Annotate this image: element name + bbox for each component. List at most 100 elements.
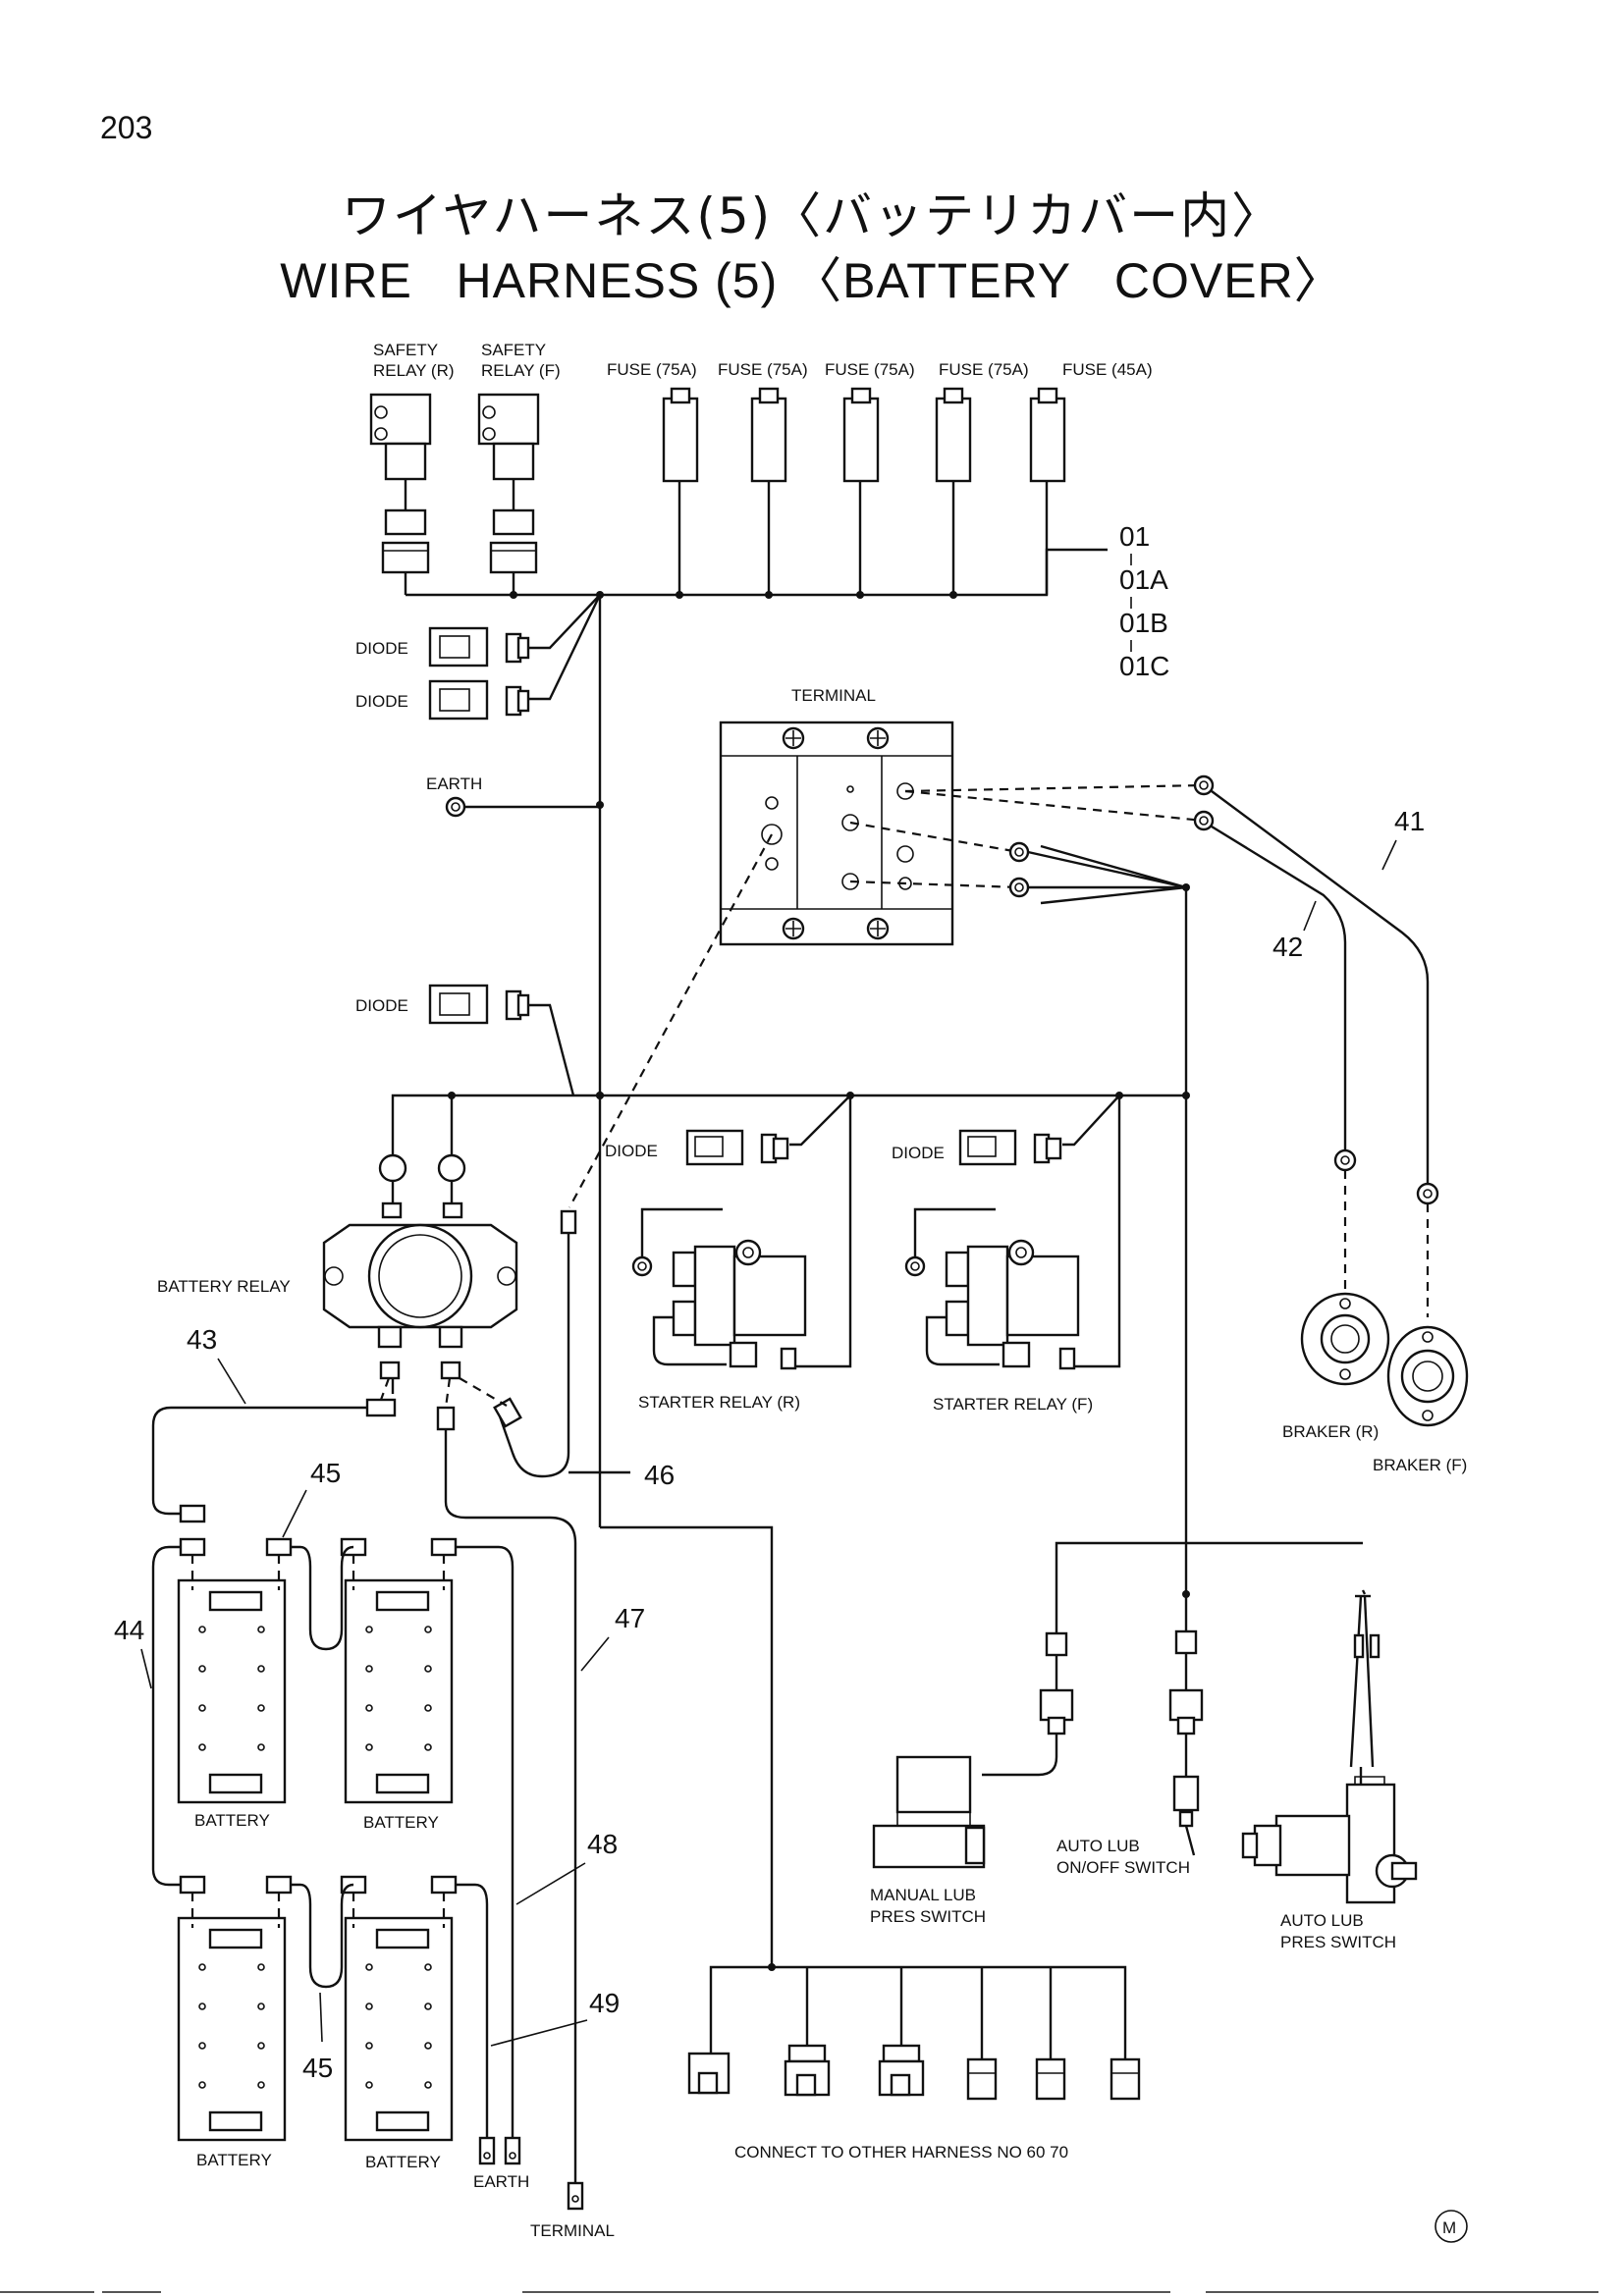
earth-terminal-2 [504, 2136, 521, 2165]
safety-relay-r-label-2: RELAY (R) [373, 361, 455, 380]
fuse-1 [662, 387, 699, 595]
manual-lub-switch-connector [982, 1631, 1074, 1777]
fuse-4 [935, 387, 972, 595]
part-44: 44 [114, 1615, 144, 1645]
diode-2-label: DIODE [355, 692, 408, 711]
braker-r-label: BRAKER (R) [1282, 1422, 1379, 1441]
ring-42 [1193, 810, 1215, 831]
earth-terminal-1 [478, 2136, 496, 2165]
terminal-ring-1 [1008, 841, 1030, 863]
safety-relay-r [369, 393, 432, 595]
manual-lub-label-2: PRES SWITCH [870, 1907, 986, 1926]
braker-r [1300, 1292, 1390, 1386]
bottom-rule-2 [102, 2291, 161, 2293]
starter-relay-f-label: STARTER RELAY (F) [933, 1395, 1093, 1414]
battery-terminals-bottom [179, 1875, 458, 1895]
auto-lub-connectors [1353, 1633, 1380, 1659]
safety-relay-f-label-2: RELAY (F) [481, 361, 561, 380]
fuse-5 [1029, 387, 1066, 595]
part-47: 47 [615, 1603, 645, 1633]
ring-41 [1193, 774, 1215, 796]
battery-1 [177, 1555, 287, 1804]
terminal-bottom-label: TERMINAL [530, 2221, 615, 2240]
title-japanese: ワイヤハーネス(5)〈バッテリカバー内〉 [341, 187, 1283, 244]
part-45-bottom: 45 [302, 2053, 333, 2083]
terminal-ring-2 [1008, 877, 1030, 898]
part-45-top: 45 [310, 1458, 341, 1488]
earth-upper-label: EARTH [426, 774, 482, 793]
braker-f [1386, 1325, 1469, 1427]
battery-4-label: BATTERY [365, 2153, 441, 2171]
fuse-5-label: FUSE (45A) [1062, 360, 1153, 379]
diode-3 [428, 984, 575, 1096]
part-46: 46 [644, 1460, 675, 1490]
harness-connectors [687, 2044, 1141, 2101]
battery-terminals-top [179, 1504, 458, 1557]
fuse-1-label: FUSE (75A) [607, 360, 697, 379]
diode-starter-f [958, 1129, 1062, 1166]
bottom-rule-3 [522, 2291, 1170, 2293]
fuse-3-label: FUSE (75A) [825, 360, 915, 379]
diode-3-label: DIODE [355, 996, 408, 1015]
diode-starter-r-label: DIODE [605, 1142, 658, 1160]
safety-relay-f-label-1: SAFETY [481, 341, 546, 359]
page-number: 203 [100, 110, 153, 145]
m-mark-label: M [1442, 2218, 1456, 2237]
diode-2 [428, 594, 602, 721]
auto-lub-onoff-switch [1168, 1629, 1204, 1856]
fuse-3 [842, 387, 880, 595]
auto-lub-onoff-label-2: ON/OFF SWITCH [1056, 1858, 1190, 1877]
braker-ring-f [1416, 1182, 1439, 1205]
part-49: 49 [589, 1988, 620, 2018]
fuse-2 [750, 387, 787, 595]
earth-upper [445, 796, 600, 818]
safety-relay-f [477, 393, 540, 595]
diode-starter-f-label: DIODE [892, 1144, 945, 1162]
diode-starter-r [685, 1129, 789, 1166]
title-english: WIRE HARNESS (5) 〈BATTERY COVER〉 [280, 253, 1344, 308]
top-bus [406, 548, 1108, 597]
diode-1 [428, 594, 601, 667]
part-01: 01 [1119, 521, 1150, 552]
auto-lub-onoff-label-1: AUTO LUB [1056, 1837, 1140, 1855]
connect-other-harness-label: CONNECT TO OTHER HARNESS NO 60 70 [734, 2143, 1068, 2162]
safety-relay-r-label-1: SAFETY [373, 341, 438, 359]
battery-1-label: BATTERY [194, 1811, 270, 1830]
battery-3-label: BATTERY [196, 2151, 272, 2169]
middle-bus [391, 1094, 1186, 1154]
diode-1-label: DIODE [355, 639, 408, 658]
auto-lub-pres-switch [1241, 1776, 1418, 1904]
wire-46-terminal [560, 1209, 577, 1235]
fuse-4-label: FUSE (75A) [939, 360, 1029, 379]
part-42: 42 [1272, 932, 1303, 962]
battery-3 [177, 1893, 287, 2142]
battery-relay-label: BATTERY RELAY [157, 1277, 291, 1296]
battery-2-label: BATTERY [363, 1813, 439, 1832]
braker-f-label: BRAKER (F) [1373, 1456, 1467, 1474]
relay-terminal-43 [365, 1398, 397, 1417]
battery-4 [344, 1893, 454, 2142]
terminal-block-label: TERMINAL [791, 686, 876, 705]
earth-bottom-label: EARTH [473, 2172, 529, 2191]
starter-relay-r [631, 1207, 807, 1370]
starter-relay-r-label: STARTER RELAY (R) [638, 1393, 800, 1412]
fuse-2-label: FUSE (75A) [718, 360, 808, 379]
part-48: 48 [587, 1829, 618, 1859]
battery-2 [344, 1555, 454, 1804]
bottom-rule-1 [0, 2291, 94, 2293]
part-01b: 01B [1119, 608, 1168, 638]
manual-lub-label-1: MANUAL LUB [870, 1886, 976, 1904]
part-41: 41 [1394, 806, 1425, 836]
battery-relay [322, 1153, 518, 1380]
auto-lub-pres-label-2: PRES SWITCH [1280, 1933, 1396, 1951]
part-01c: 01C [1119, 651, 1169, 681]
part-01a: 01A [1119, 564, 1168, 595]
bottom-rule-4 [1206, 2291, 1598, 2293]
part-43: 43 [187, 1324, 217, 1355]
m-mark-circle [1435, 2210, 1468, 2243]
auto-lub-pres-label-1: AUTO LUB [1280, 1911, 1364, 1930]
braker-ring-r [1333, 1148, 1357, 1172]
starter-relay-f [904, 1207, 1080, 1370]
manual-lub-pres-switch [872, 1755, 986, 1869]
